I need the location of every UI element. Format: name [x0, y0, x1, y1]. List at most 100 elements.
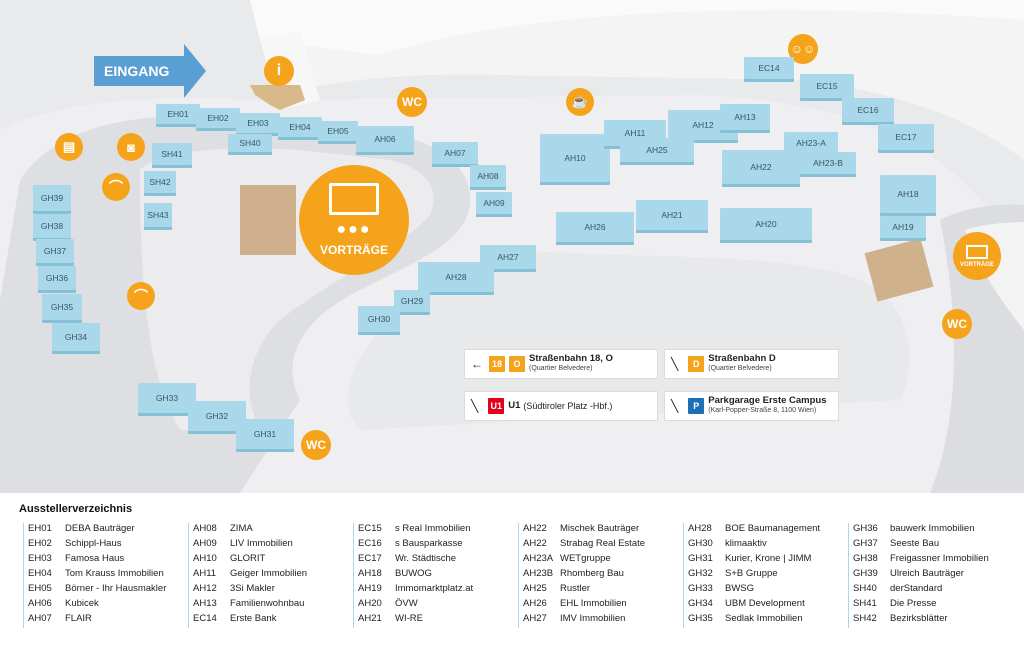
tram-o-badge: O	[509, 356, 525, 372]
entrance-label: EINGANG	[104, 63, 170, 79]
booth[interactable]: AH22	[722, 150, 800, 184]
legend-tram-d: ╲ D Straßenbahn D(Quartier Belvedere)	[664, 349, 839, 379]
booth[interactable]: AH20	[720, 208, 812, 240]
booth-code: AH18	[358, 568, 382, 579]
booth[interactable]: SH41	[152, 143, 192, 165]
magazine-icon[interactable]: ▤	[55, 133, 83, 161]
u1-badge: U1	[488, 398, 505, 414]
booth[interactable]: SH43	[144, 203, 172, 227]
exhibitor-name: Famosa Haus	[65, 553, 125, 564]
booth[interactable]: GH31	[236, 419, 294, 449]
booth[interactable]: EC17	[878, 124, 934, 150]
camera-icon[interactable]: ◙	[117, 133, 145, 161]
booth[interactable]: AH26	[556, 212, 634, 242]
info-icon[interactable]: i	[264, 56, 294, 86]
booth-code: AH06	[28, 598, 52, 609]
presentation-board-icon	[966, 244, 988, 259]
booth-code: AH23A	[523, 553, 554, 564]
booth[interactable]: AH13	[720, 104, 770, 130]
exhibitor-name: Kurier, Krone | JIMM	[725, 553, 812, 564]
wardrobe-icon[interactable]: ⌒	[127, 282, 155, 310]
lecture-small-label: VORTRÄGE	[959, 261, 994, 268]
exhibitor-name: Immomarktplatz.at	[395, 583, 474, 594]
booth[interactable]: AH23-A	[784, 132, 838, 154]
lecture-area-icon[interactable]: ●●● VORTRÄGE	[299, 165, 409, 275]
booth[interactable]: AH21	[636, 200, 708, 230]
booth-code: AH11	[193, 568, 217, 579]
booth[interactable]: AH18	[880, 175, 936, 213]
exhibitor-name: UBM Development	[725, 598, 805, 609]
booth[interactable]: EH05	[318, 121, 358, 141]
booth-code: GH38	[853, 553, 878, 564]
booth-code: AH09	[193, 538, 217, 549]
booth-code: AH22	[523, 523, 547, 534]
booth[interactable]: AH10	[540, 134, 610, 182]
booth[interactable]: GH34	[52, 323, 100, 351]
booth[interactable]: EC14	[744, 57, 794, 79]
booth[interactable]: EH03	[236, 113, 280, 133]
booth[interactable]: GH30	[358, 306, 400, 332]
legend-subtitle: (Südtiroler Platz -Hbf.)	[523, 401, 613, 411]
exhibitor-name: Wr. Städtische	[395, 553, 457, 564]
booth-code: EC14	[193, 613, 217, 624]
booth[interactable]: AH08	[470, 165, 506, 187]
booth[interactable]: GH29	[394, 290, 430, 312]
booth[interactable]: SH40	[228, 134, 272, 152]
exhibitor-name: LIV Immobilien	[230, 538, 293, 549]
booth-code: GH34	[688, 598, 713, 609]
exhibitor-name: WETgruppe	[560, 553, 611, 564]
booth[interactable]: GH36	[38, 266, 76, 290]
booth-code: GH33	[688, 583, 713, 594]
arrow-down-left-icon: ╲	[671, 357, 679, 371]
booth[interactable]: EC15	[800, 74, 854, 98]
booth[interactable]: AH19	[880, 216, 926, 238]
booth[interactable]: AH27	[480, 245, 536, 269]
booth[interactable]: GH33	[138, 383, 196, 413]
booth[interactable]: EC16	[842, 98, 894, 122]
booth[interactable]: EH04	[278, 117, 322, 137]
booth[interactable]: GH39	[33, 185, 71, 211]
booth-code: AH07	[28, 613, 52, 624]
booth[interactable]: EH02	[196, 108, 240, 128]
lecture-area-small-icon[interactable]: VORTRÄGE	[953, 232, 1001, 280]
booth[interactable]: SH42	[144, 171, 176, 193]
exhibitor-name: S+B Gruppe	[725, 568, 778, 579]
wc-icon[interactable]: WC	[942, 309, 972, 339]
booth[interactable]: AH28	[418, 262, 494, 292]
wc-icon[interactable]: WC	[397, 87, 427, 117]
booth[interactable]: AH07	[432, 142, 478, 164]
booth[interactable]: AH09	[476, 192, 512, 214]
booth-code: GH36	[853, 523, 878, 534]
booth[interactable]: AH25	[620, 138, 694, 162]
exhibitor-name: EHL Immobilien	[560, 598, 627, 609]
booth[interactable]: AH06	[356, 126, 414, 152]
booth[interactable]: AH23-B	[800, 152, 856, 174]
legend-title: Parkgarage Erste Campus	[708, 395, 827, 406]
wardrobe-icon[interactable]: ⌒	[102, 173, 130, 201]
booth-code: AH22	[523, 538, 547, 549]
directory-title: Ausstellerverzeichnis	[19, 503, 133, 515]
booth[interactable]: GH37	[36, 239, 74, 263]
cafe-icon[interactable]: ☕	[566, 88, 594, 116]
booth-code: SH42	[853, 613, 877, 624]
booth[interactable]: GH38	[33, 214, 71, 238]
booth[interactable]: EH01	[156, 104, 200, 124]
booth-code: GH32	[688, 568, 713, 579]
floor-plan-map: EINGANG i WC WC WC ☕ ☺☺ ▤ ◙ ⌒ ⌒ ●●● VORT…	[0, 0, 1024, 493]
exhibitor-name: BWSG	[725, 583, 755, 594]
booth[interactable]: GH35	[42, 294, 82, 320]
wc-icon[interactable]: WC	[301, 430, 331, 460]
